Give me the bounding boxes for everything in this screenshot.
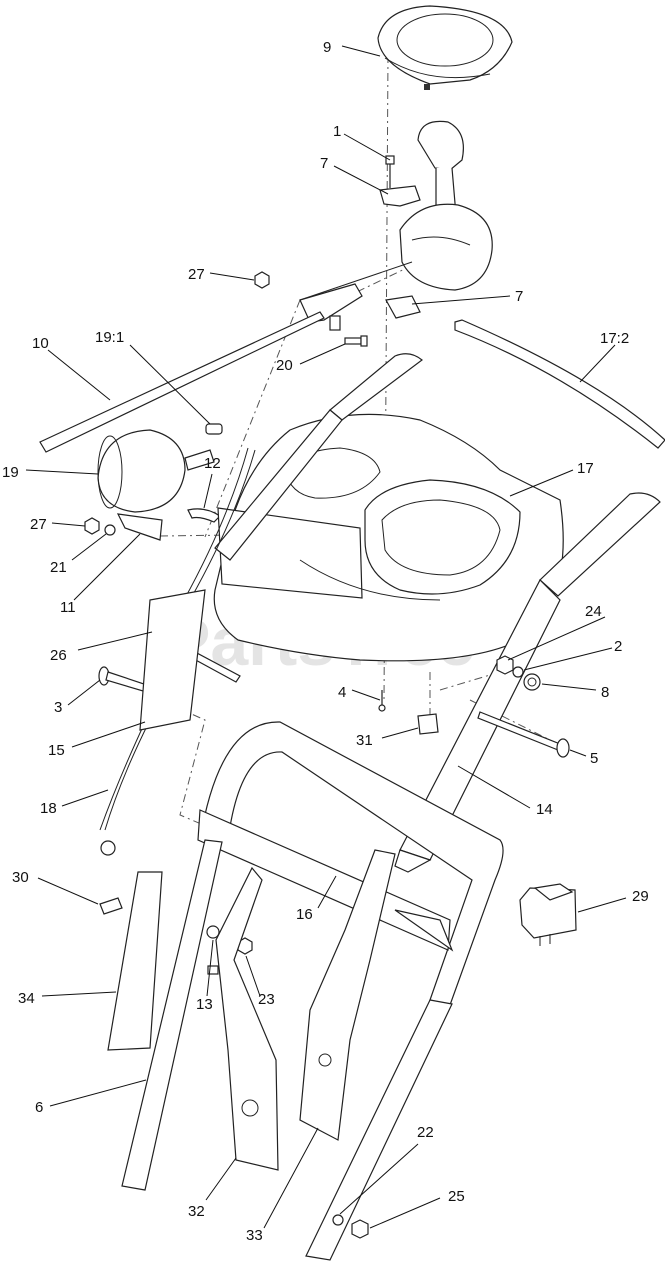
part-22-washer (332, 1214, 344, 1226)
callout-22: 22 (417, 1124, 434, 1141)
callout-29: 29 (632, 888, 649, 905)
part-25-screw (351, 1219, 369, 1239)
callout-25: 25 (448, 1188, 465, 1205)
callout-33: 33 (246, 1227, 263, 1244)
part-27-nut-lower (84, 517, 100, 535)
part-8-knob (523, 673, 541, 691)
part-10-rod (39, 311, 325, 453)
callout-10: 10 (32, 335, 49, 352)
callout-labels: 9 1 7 27 7 20 10 19:1 17:2 19 12 17 27 2… (2, 39, 649, 1244)
callout-12: 12 (204, 455, 221, 472)
part-16-lower-handle-frame (197, 721, 504, 1006)
callout-31: 31 (356, 732, 373, 749)
part-33-right-tube (299, 849, 453, 1261)
part-19-1-bulb (205, 423, 223, 435)
callout-20: 20 (276, 357, 293, 374)
part-17-console (213, 413, 564, 662)
part-5-bolt (477, 711, 570, 758)
callout-7-upper: 7 (320, 155, 328, 172)
callout-5: 5 (590, 750, 598, 767)
part-17-2-decal (454, 319, 665, 449)
callout-4: 4 (338, 684, 346, 701)
part-31-clip (417, 713, 439, 735)
callout-32: 32 (188, 1203, 205, 1220)
part-2-washer (512, 666, 524, 678)
part-19-light (97, 429, 215, 513)
callout-9: 9 (323, 39, 331, 56)
callout-27-lower: 27 (30, 516, 47, 533)
callout-11: 11 (60, 599, 76, 616)
callout-7-lower: 7 (515, 288, 523, 305)
callout-17: 17 (577, 460, 594, 477)
callout-14: 14 (536, 801, 553, 818)
callout-13: 13 (196, 996, 213, 1013)
part-32-bracket (215, 866, 279, 1171)
callout-16: 16 (296, 906, 313, 923)
part-20-pin (344, 335, 368, 347)
callout-34: 34 (18, 990, 35, 1007)
part-21-washer (104, 524, 116, 536)
part-15-harness (99, 447, 256, 856)
callout-26: 26 (50, 647, 67, 664)
part-30-terminal (99, 897, 123, 915)
callout-15: 15 (48, 742, 65, 759)
part-9-cupholder-insert (377, 5, 513, 90)
part-6-left-tube (121, 839, 223, 1191)
part-13-bracket (206, 925, 220, 975)
callout-2: 2 (614, 638, 622, 655)
handle-left-upper (214, 353, 423, 561)
part-4-screw (378, 690, 386, 712)
part-27-nut-upper (254, 271, 270, 289)
callout-19-1: 19:1 (95, 329, 124, 346)
part-7-clamp-lower (385, 295, 421, 319)
callout-8: 8 (601, 684, 609, 701)
callout-6: 6 (35, 1099, 43, 1116)
callout-3: 3 (54, 699, 62, 716)
callout-18: 18 (40, 800, 57, 817)
callout-27-upper: 27 (188, 266, 205, 283)
part-14-handle-right (394, 492, 661, 873)
callout-1: 1 (333, 123, 341, 140)
part-34-panel (107, 871, 163, 1051)
leader-lines (25, 45, 627, 1229)
part-11-bracket (116, 513, 163, 541)
part-29-rocker-switch (519, 883, 577, 946)
part-12-clip (187, 508, 221, 523)
callout-23: 23 (258, 991, 275, 1008)
callout-17-2: 17:2 (600, 330, 629, 347)
callout-24: 24 (585, 603, 602, 620)
part-7-clamp-upper (379, 185, 421, 207)
callout-30: 30 (12, 869, 29, 886)
callout-21: 21 (50, 559, 67, 576)
callout-19: 19 (2, 464, 19, 481)
shift-lever-assembly (299, 120, 493, 301)
